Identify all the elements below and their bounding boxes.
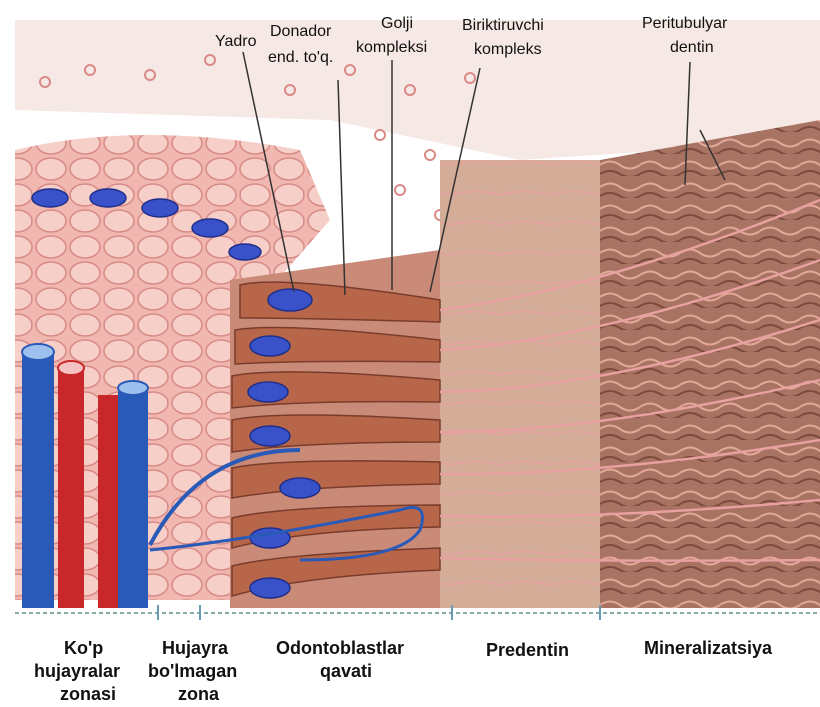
label-mineralizatsiya: Mineralizatsiya (644, 638, 773, 658)
label-donador-line2: end. to'q. (268, 49, 333, 66)
label-odonto-line2: qavati (320, 661, 372, 681)
label-golji-line1: Golji (381, 15, 413, 32)
label-golji-line2: kompleksi (356, 39, 427, 56)
label-odonto-line1: Odontoblastlar (276, 638, 404, 658)
label-hujayra-line2: bo'lmagan (148, 661, 237, 681)
label-kop-line1: Ko'p (64, 638, 103, 658)
tissue-illustration (15, 20, 820, 620)
mineralization-zone (600, 120, 820, 608)
bottom-labels: Ko'p hujayralar zonasi Hujayra bo'lmagan… (34, 638, 773, 704)
label-donador-line1: Donador (270, 23, 332, 40)
label-kop-line3: zonasi (60, 684, 116, 704)
label-yadro: Yadro (215, 33, 257, 50)
label-biriktiruvchi-line1: Biriktiruvchi (462, 17, 544, 34)
predentin-zone (440, 160, 600, 608)
label-hujayra-line3: zona (178, 684, 220, 704)
label-predentin: Predentin (486, 640, 569, 660)
label-hujayra-line1: Hujayra (162, 638, 229, 658)
label-biriktiruvchi-line2: kompleks (474, 41, 542, 58)
label-kop-line2: hujayralar (34, 661, 120, 681)
label-peritubulyar-line2: dentin (670, 39, 714, 56)
label-peritubulyar-line1: Peritubulyar (642, 15, 728, 32)
